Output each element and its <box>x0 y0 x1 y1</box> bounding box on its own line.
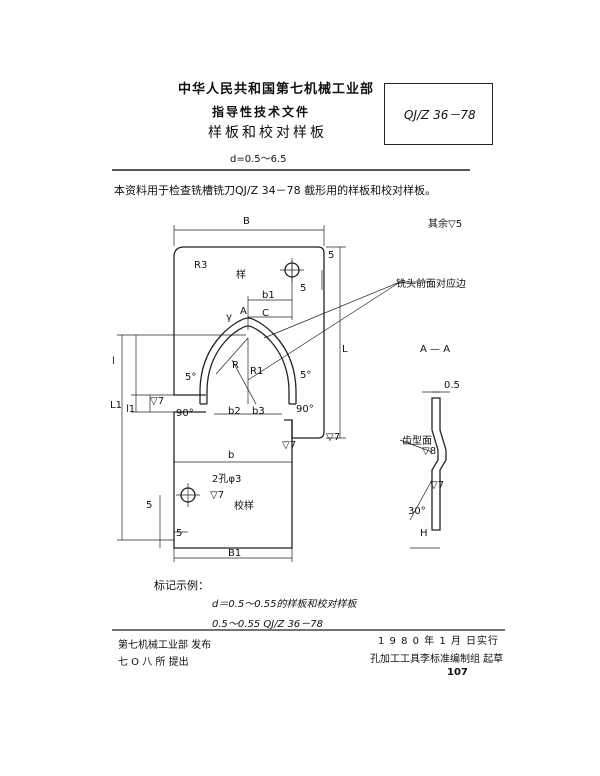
page-number: 107 <box>447 667 468 678</box>
dim-b: b <box>228 450 235 461</box>
roughness-7-left: ▽7 <box>150 396 165 407</box>
publisher: 第七机械工业部 发布 <box>118 640 212 651</box>
angle-90-right: 90° <box>296 404 314 415</box>
dim-B: B <box>243 216 250 227</box>
label-check-sample: 校样 <box>234 501 254 512</box>
dim-L1: L1 <box>110 400 122 411</box>
section-mark-A: A <box>240 306 247 317</box>
angle-90-left: 90° <box>176 408 194 419</box>
dim-b2: b2 <box>228 406 241 417</box>
drafting-group: 孔加工工具李标准编制组 起草 <box>370 654 504 665</box>
dim-thickness: 0.5 <box>444 380 460 391</box>
code-box <box>384 83 493 145</box>
angle-gamma: γ <box>226 312 232 323</box>
dim-C: C <box>262 308 269 319</box>
roughness-7-section: ▽7 <box>430 480 445 491</box>
dim-5-lower: 5 <box>146 500 153 511</box>
angle-5-left: 5° <box>185 372 197 383</box>
size-range: d=0.5～6.5 <box>230 154 287 165</box>
effective-date: 1 9 8 0 年 1 月 日实行 <box>378 636 500 647</box>
roughness-8: ▽8 <box>422 446 437 457</box>
dim-B1: B1 <box>228 548 242 559</box>
proposer: 七 O 八 所 提出 <box>118 657 189 668</box>
dim-l: l <box>112 356 115 367</box>
profile-face-label: 齿型面 <box>402 436 432 447</box>
dim-5-top: 5 <box>328 250 335 261</box>
radius-R3: R3 <box>194 260 208 271</box>
check-plate-outline <box>173 412 293 549</box>
label-sample: 样 <box>236 270 246 281</box>
dim-b3: b3 <box>252 406 265 417</box>
org-title: 中华人民共和国第七机械工业部 <box>178 82 375 97</box>
dim-L: L <box>342 344 348 355</box>
edge-label: 铣头前面对应边 <box>396 279 466 290</box>
hole-spec: 2孔φ3 <box>212 474 242 485</box>
angle-30: 30° <box>408 506 426 517</box>
radius-R: R <box>232 360 239 371</box>
doc-code: QJ/Z 36－78 <box>404 108 476 122</box>
dim-b1: b1 <box>262 290 275 301</box>
marking-example-title: 标记示例： <box>154 579 209 592</box>
dim-H: H <box>420 528 428 539</box>
section-title: A — A <box>420 344 451 355</box>
roughness-7-mid: ▽7 <box>282 440 297 451</box>
radius-R1: R1 <box>250 366 264 377</box>
template-plate-outline <box>184 246 325 439</box>
dim-5-right: 5 <box>300 283 307 294</box>
intro-text: 本资料用于检查铣槽铣刀QJ/Z 34－78 截形用的样板和校对样板。 <box>114 184 437 197</box>
marking-example-line1: d＝0.5～0.55的样板和校对样板 <box>212 599 357 610</box>
roughness-7-right: ▽7 <box>326 432 341 443</box>
angle-5-right: 5° <box>300 370 312 381</box>
doc-type: 指导性技术文件 <box>212 105 311 119</box>
section-aa-profile <box>431 397 447 531</box>
doc-title: 样板和校对样板 <box>208 125 327 141</box>
roughness-7-lower: ▽7 <box>210 490 225 501</box>
dim-5-bottom: 5 <box>176 528 183 539</box>
marking-example-line2: 0.5～0.55 QJ/Z 36－78 <box>212 619 324 630</box>
dim-l1: l1 <box>126 404 136 415</box>
roughness-note: 其余▽5 <box>428 219 463 230</box>
